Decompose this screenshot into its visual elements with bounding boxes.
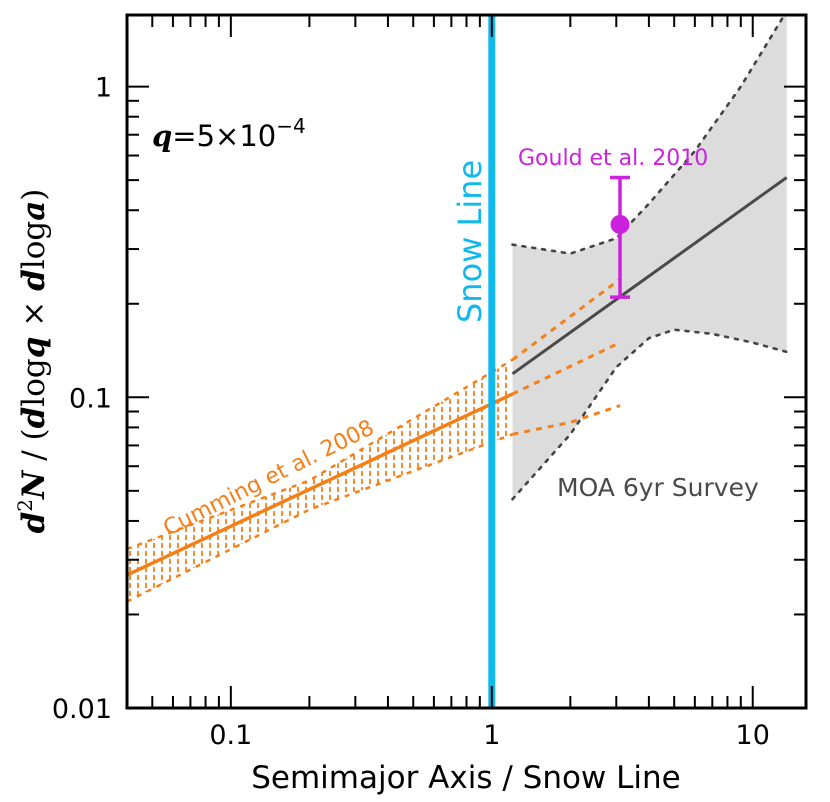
y-axis-title: d2N / (dlogq × dloga) [13, 189, 52, 534]
x-tick-label: 10 [736, 720, 770, 751]
cumming-band [127, 359, 513, 602]
y-tick-label: 1 [95, 73, 112, 104]
q-annotation: q=5×10−4 [152, 114, 306, 153]
y-tick-label: 0.01 [52, 694, 112, 725]
moa-band-upper [511, 15, 786, 255]
x-tick-label: 1 [483, 720, 500, 751]
snow-line-label: Snow Line [451, 160, 489, 323]
moa-line [511, 176, 788, 376]
moa-band [512, 15, 787, 500]
y-tick-label: 0.1 [69, 383, 112, 414]
cumming-extrapolation-1 [511, 277, 621, 362]
moa-label: MOA 6yr Survey [557, 473, 759, 502]
gould-point [610, 214, 630, 234]
gould-label: Gould et al. 2010 [518, 146, 708, 171]
x-tick-label: 0.1 [209, 720, 252, 751]
cumming-extrapolation-2 [511, 341, 621, 396]
cumming-line [127, 392, 514, 577]
cumming-band-upper [127, 358, 514, 551]
cumming-band-lower [127, 433, 513, 603]
x-axis-title: Semimajor Axis / Snow Line [251, 760, 681, 796]
moa-band-lower [511, 328, 789, 501]
